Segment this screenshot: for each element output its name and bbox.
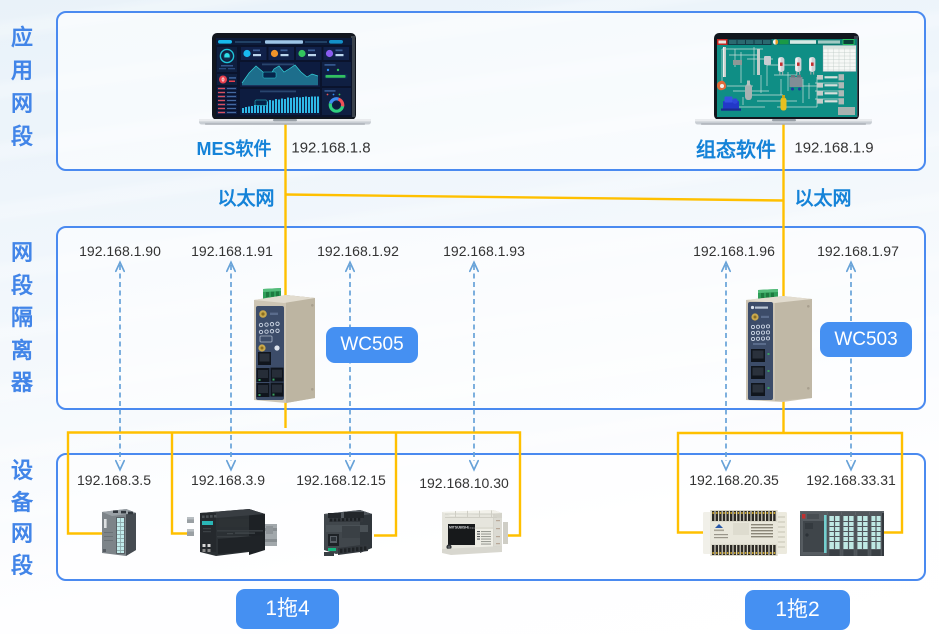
svg-text:0: 0 bbox=[221, 77, 224, 83]
svg-text:FX3U: FX3U bbox=[468, 526, 475, 530]
svg-text:MITSUBISHI: MITSUBISHI bbox=[449, 526, 469, 530]
